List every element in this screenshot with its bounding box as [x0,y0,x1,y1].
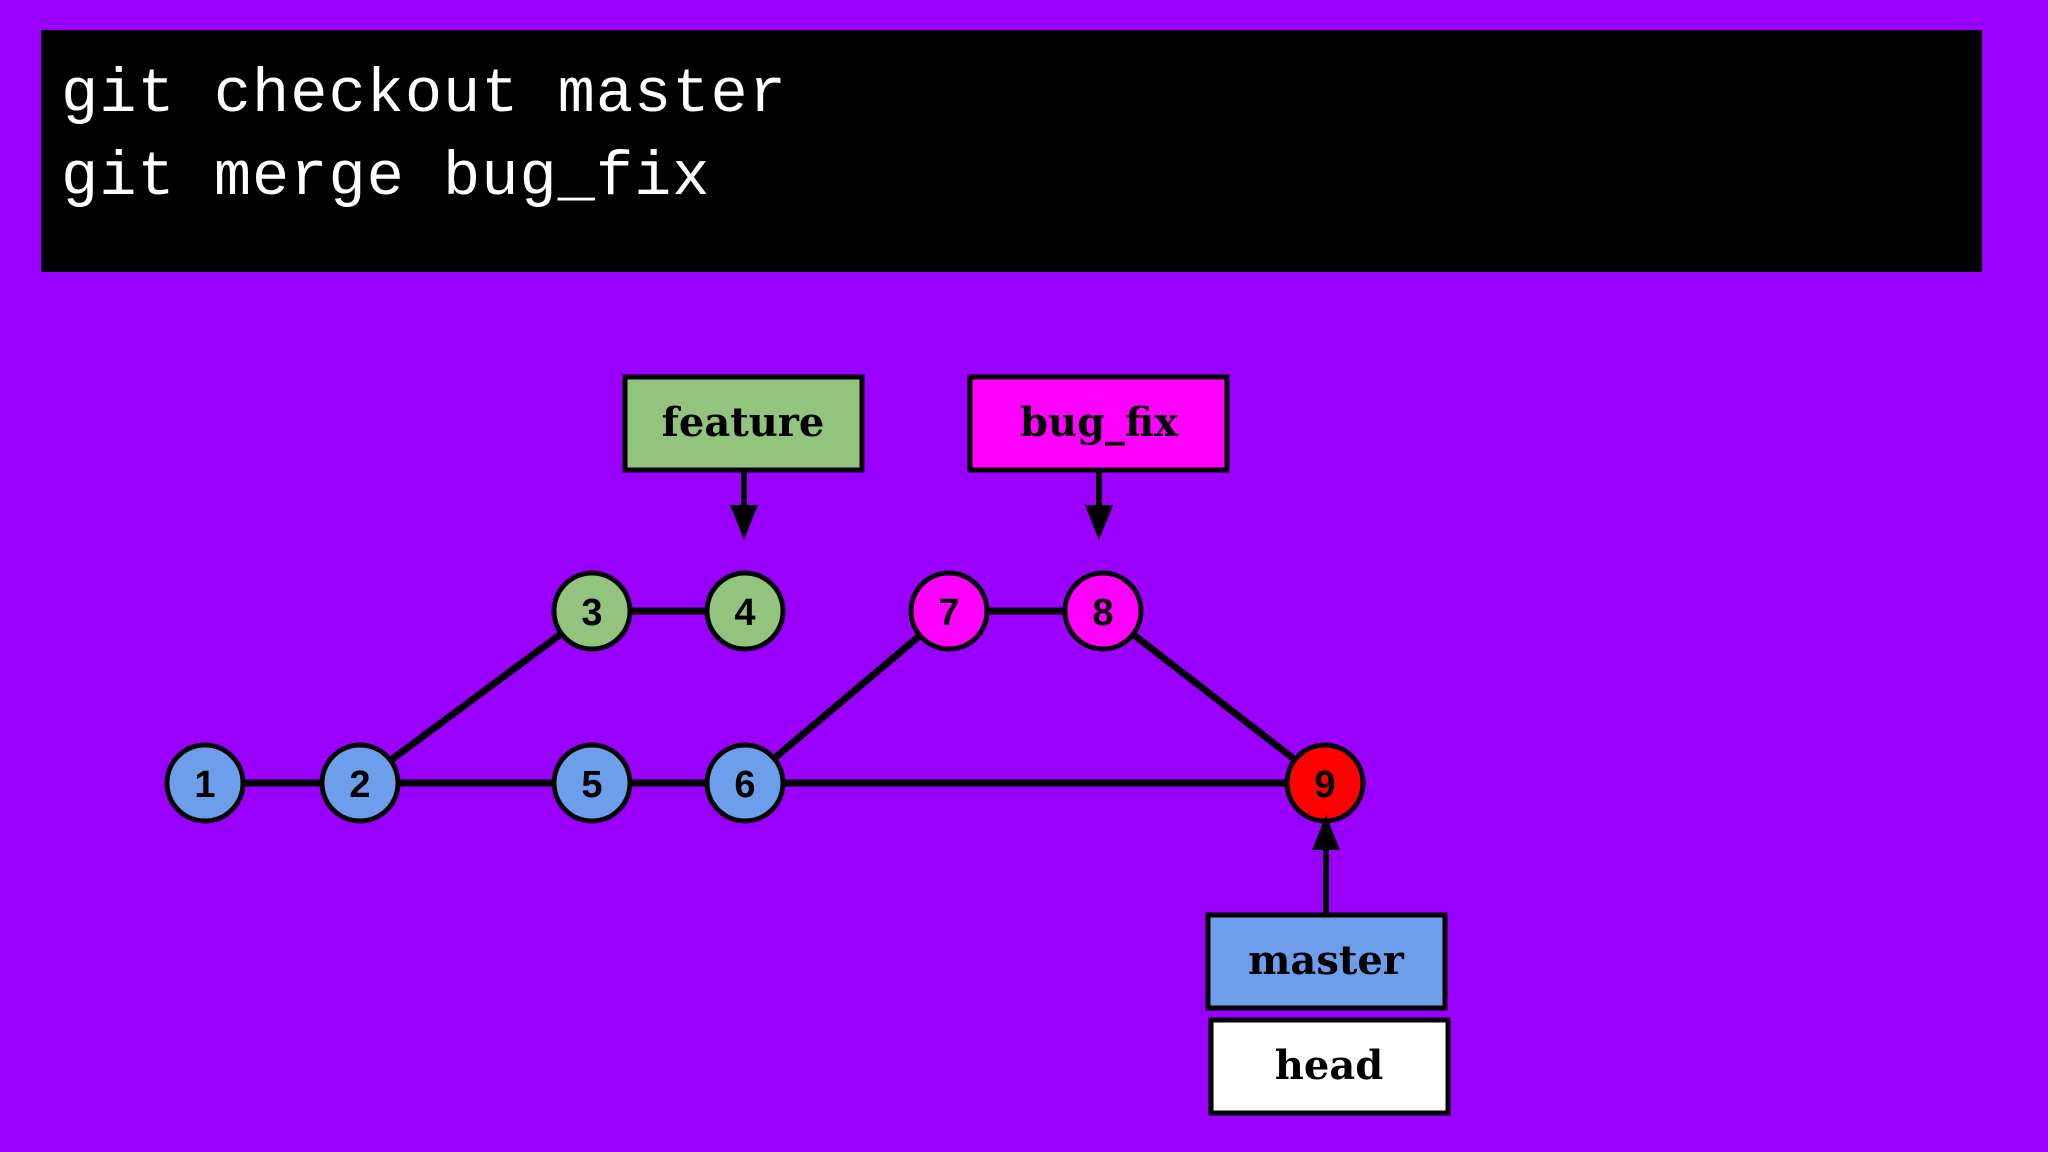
commit-circle-8 [1062,570,1144,652]
commit-label-6: 6 [734,764,755,806]
commit-label-7: 7 [938,592,959,634]
edge-8-9 [1100,608,1328,786]
bug-fix-branch-label: bug_fix [967,374,1230,540]
terminal-panel: git checkout master git merge bug_fix [41,30,1982,272]
commit-label-5: 5 [581,764,602,806]
commit-node-9: 9 [1284,742,1366,824]
commit-label-9: 9 [1314,764,1335,806]
bug-fix-label-text: bug_fix [1020,399,1179,446]
commit-nodes: 1 2 3 4 5 6 7 8 9 [164,570,1366,824]
commit-circle-4 [704,570,786,652]
commit-node-5: 5 [551,742,633,824]
commit-node-8: 8 [1062,570,1144,652]
commit-node-1: 1 [164,742,246,824]
commit-circle-2 [319,742,401,824]
commit-circle-1 [164,742,246,824]
feature-branch-label: feature [622,374,865,540]
command-line-checkout: git checkout master [61,59,787,130]
head-label: head [1208,1017,1451,1116]
commit-node-7: 7 [908,570,990,652]
commit-label-8: 8 [1092,592,1113,634]
commit-circle-6 [704,742,786,824]
master-label-text: master [1248,937,1405,984]
command-line-merge: git merge bug_fix [61,142,711,213]
commit-circle-7 [908,570,990,652]
feature-arrow-icon [730,505,758,540]
commit-node-4: 4 [704,570,786,652]
commit-label-4: 4 [734,592,755,634]
edge-2-3 [357,608,595,786]
commit-node-2: 2 [319,742,401,824]
commit-label-1: 1 [194,764,215,806]
commit-label-3: 3 [581,592,602,634]
commit-circle-5 [551,742,633,824]
master-arrow-icon [1312,815,1340,850]
commit-label-2: 2 [349,764,370,806]
commit-circle-3 [551,570,633,652]
edge-6-7 [742,608,952,786]
head-label-text: head [1275,1042,1383,1089]
commit-node-3: 3 [551,570,633,652]
bug-fix-arrow-icon [1085,505,1113,540]
feature-label-text: feature [662,399,825,446]
commit-node-6: 6 [704,742,786,824]
master-branch-label: master [1205,815,1448,1011]
